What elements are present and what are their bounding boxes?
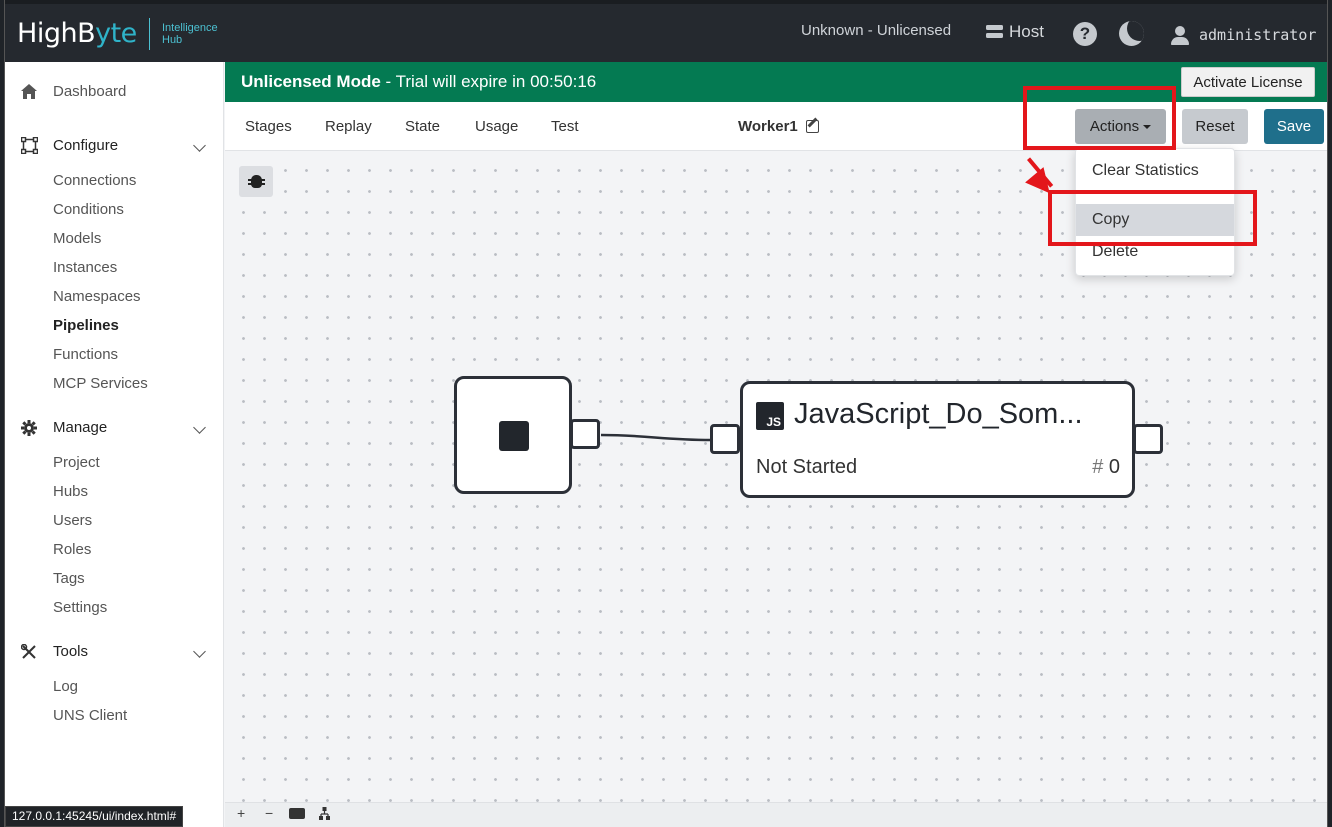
highbyte-logo[interactable]: HighByte <box>17 18 137 49</box>
host-label: Host <box>1009 22 1044 41</box>
user-icon <box>1171 26 1189 45</box>
logo-subtitle-line2: Hub <box>162 34 183 46</box>
sidebar-section-label: Configure <box>53 137 119 154</box>
help-icon[interactable]: ? <box>1073 22 1097 46</box>
save-button[interactable]: Save <box>1264 109 1324 144</box>
dark-mode-moon-icon[interactable] <box>1119 21 1144 46</box>
connection-edges <box>600 433 712 442</box>
canvas-controls: + − <box>225 802 1327 827</box>
banner-message: - Trial will expire in 00:50:16 <box>380 72 597 91</box>
logo-subtitle-line1: Intelligence <box>162 22 218 34</box>
nodes-icon <box>19 137 39 154</box>
reset-button[interactable]: Reset <box>1182 109 1248 144</box>
annotation-box-copy <box>1048 190 1257 246</box>
sidebar-item-connections[interactable]: Connections <box>53 172 137 189</box>
zoom-out-button[interactable]: − <box>265 805 274 821</box>
stop-square-icon <box>499 421 529 451</box>
gear-icon <box>19 419 39 436</box>
server-icon <box>986 25 1003 39</box>
license-banner: Unlicensed Mode - Trial will expire in 0… <box>225 62 1327 102</box>
activate-license-button[interactable]: Activate License <box>1181 67 1315 97</box>
javascript-stage-node[interactable]: JS JavaScript_Do_Som... Not Started # 0 <box>740 381 1135 498</box>
bug-icon <box>247 175 265 188</box>
js-input-port[interactable] <box>710 424 740 454</box>
stage-count: # 0 <box>1092 456 1120 479</box>
chevron-down-icon[interactable] <box>193 421 206 434</box>
actions-label: Actions <box>1089 118 1140 135</box>
chevron-down-icon[interactable] <box>193 139 206 152</box>
source-node[interactable] <box>454 376 572 494</box>
status-bar-url: 127.0.0.1:45245/ui/index.html# <box>5 806 184 827</box>
sidebar-item-settings[interactable]: Settings <box>53 599 108 616</box>
banner-text: Unlicensed Mode - Trial will expire in 0… <box>241 72 596 92</box>
sidebar-item-mcp-services[interactable]: MCP Services <box>53 375 148 392</box>
js-badge-text: JS <box>766 415 781 429</box>
sidebar-item-users[interactable]: Users <box>53 512 93 529</box>
sidebar-item-roles[interactable]: Roles <box>53 541 92 558</box>
sidebar-section-manage[interactable]: Manage <box>19 419 107 436</box>
sidebar-section-label: Manage <box>53 419 108 436</box>
sidebar-section-label: Tools <box>53 643 89 660</box>
annotation-box-actions <box>1023 86 1176 150</box>
license-status: Unknown - Unlicensed <box>801 22 952 39</box>
sidebar-item-pipelines[interactable]: Pipelines <box>53 317 119 334</box>
zoom-in-button[interactable]: + <box>237 805 246 821</box>
sidebar-item-tags[interactable]: Tags <box>53 570 85 587</box>
menu-item-clear-statistics[interactable]: Clear Statistics <box>1092 162 1199 179</box>
sidebar-item-label: Dashboard <box>53 83 127 100</box>
debug-button[interactable] <box>239 166 273 197</box>
banner-mode: Unlicensed Mode <box>241 72 381 91</box>
sidebar-item-dashboard[interactable]: Dashboard <box>19 83 126 100</box>
edge-source-to-js[interactable] <box>600 433 712 442</box>
tools-icon <box>19 643 39 660</box>
menu-item-copy[interactable]: Copy <box>1076 204 1234 236</box>
sidebar-item-instances[interactable]: Instances <box>53 259 118 276</box>
sidebar-item-log[interactable]: Log <box>53 678 79 695</box>
app-window: HighByte Intelligence Hub Unknown - Unli… <box>4 0 1328 827</box>
actions-button[interactable]: Actions <box>1075 109 1166 144</box>
sidebar-item-namespaces[interactable]: Namespaces <box>53 288 141 305</box>
sidebar-item-uns-client[interactable]: UNS Client <box>53 707 128 724</box>
count-value: 0 <box>1108 456 1120 478</box>
stage-title: JavaScript_Do_Som... <box>794 398 1083 430</box>
logo-divider <box>149 18 150 50</box>
tab-test[interactable]: Test <box>551 118 579 135</box>
chevron-down-icon[interactable] <box>193 645 206 658</box>
top-bar: HighByte Intelligence Hub Unknown - Unli… <box>5 0 1327 62</box>
source-output-port[interactable] <box>570 419 600 449</box>
logo-subtitle: Intelligence Hub <box>162 22 218 46</box>
tab-stages[interactable]: Stages <box>245 118 292 135</box>
js-output-port[interactable] <box>1133 424 1163 454</box>
sidebar-item-hubs[interactable]: Hubs <box>53 483 89 500</box>
pipeline-toolbar: Stages Replay State Usage Test Worker1 A… <box>225 102 1327 151</box>
actions-dropdown-menu: Clear Statistics Copy Delete <box>1075 148 1235 276</box>
tab-replay[interactable]: Replay <box>325 118 372 135</box>
fit-view-icon[interactable] <box>289 808 305 819</box>
sidebar-item-functions[interactable]: Functions <box>53 346 119 363</box>
edit-icon[interactable] <box>805 120 819 133</box>
pipeline-name: Worker1 <box>738 118 819 135</box>
sidebar: Dashboard Configure Connections Conditio… <box>5 62 224 827</box>
layout-tree-icon[interactable] <box>319 807 330 823</box>
menu-item-delete[interactable]: Delete <box>1092 243 1139 260</box>
stage-status: Not Started <box>756 456 858 478</box>
tab-usage[interactable]: Usage <box>475 118 519 135</box>
user-menu[interactable]: administrator <box>1171 26 1317 45</box>
caret-down-icon <box>1143 124 1152 129</box>
sidebar-section-configure[interactable]: Configure <box>19 137 118 154</box>
sidebar-section-tools[interactable]: Tools <box>19 643 88 660</box>
home-icon <box>19 84 39 99</box>
javascript-icon: JS <box>756 402 784 430</box>
sidebar-item-conditions[interactable]: Conditions <box>53 201 124 218</box>
sidebar-item-models[interactable]: Models <box>53 230 102 247</box>
host-selector[interactable]: Host <box>986 22 1044 42</box>
sidebar-item-project[interactable]: Project <box>53 454 100 471</box>
pipeline-name-label: Worker1 <box>738 118 798 135</box>
username: administrator <box>1199 26 1317 44</box>
tab-state[interactable]: State <box>405 118 441 135</box>
count-symbol: # <box>1092 456 1104 478</box>
